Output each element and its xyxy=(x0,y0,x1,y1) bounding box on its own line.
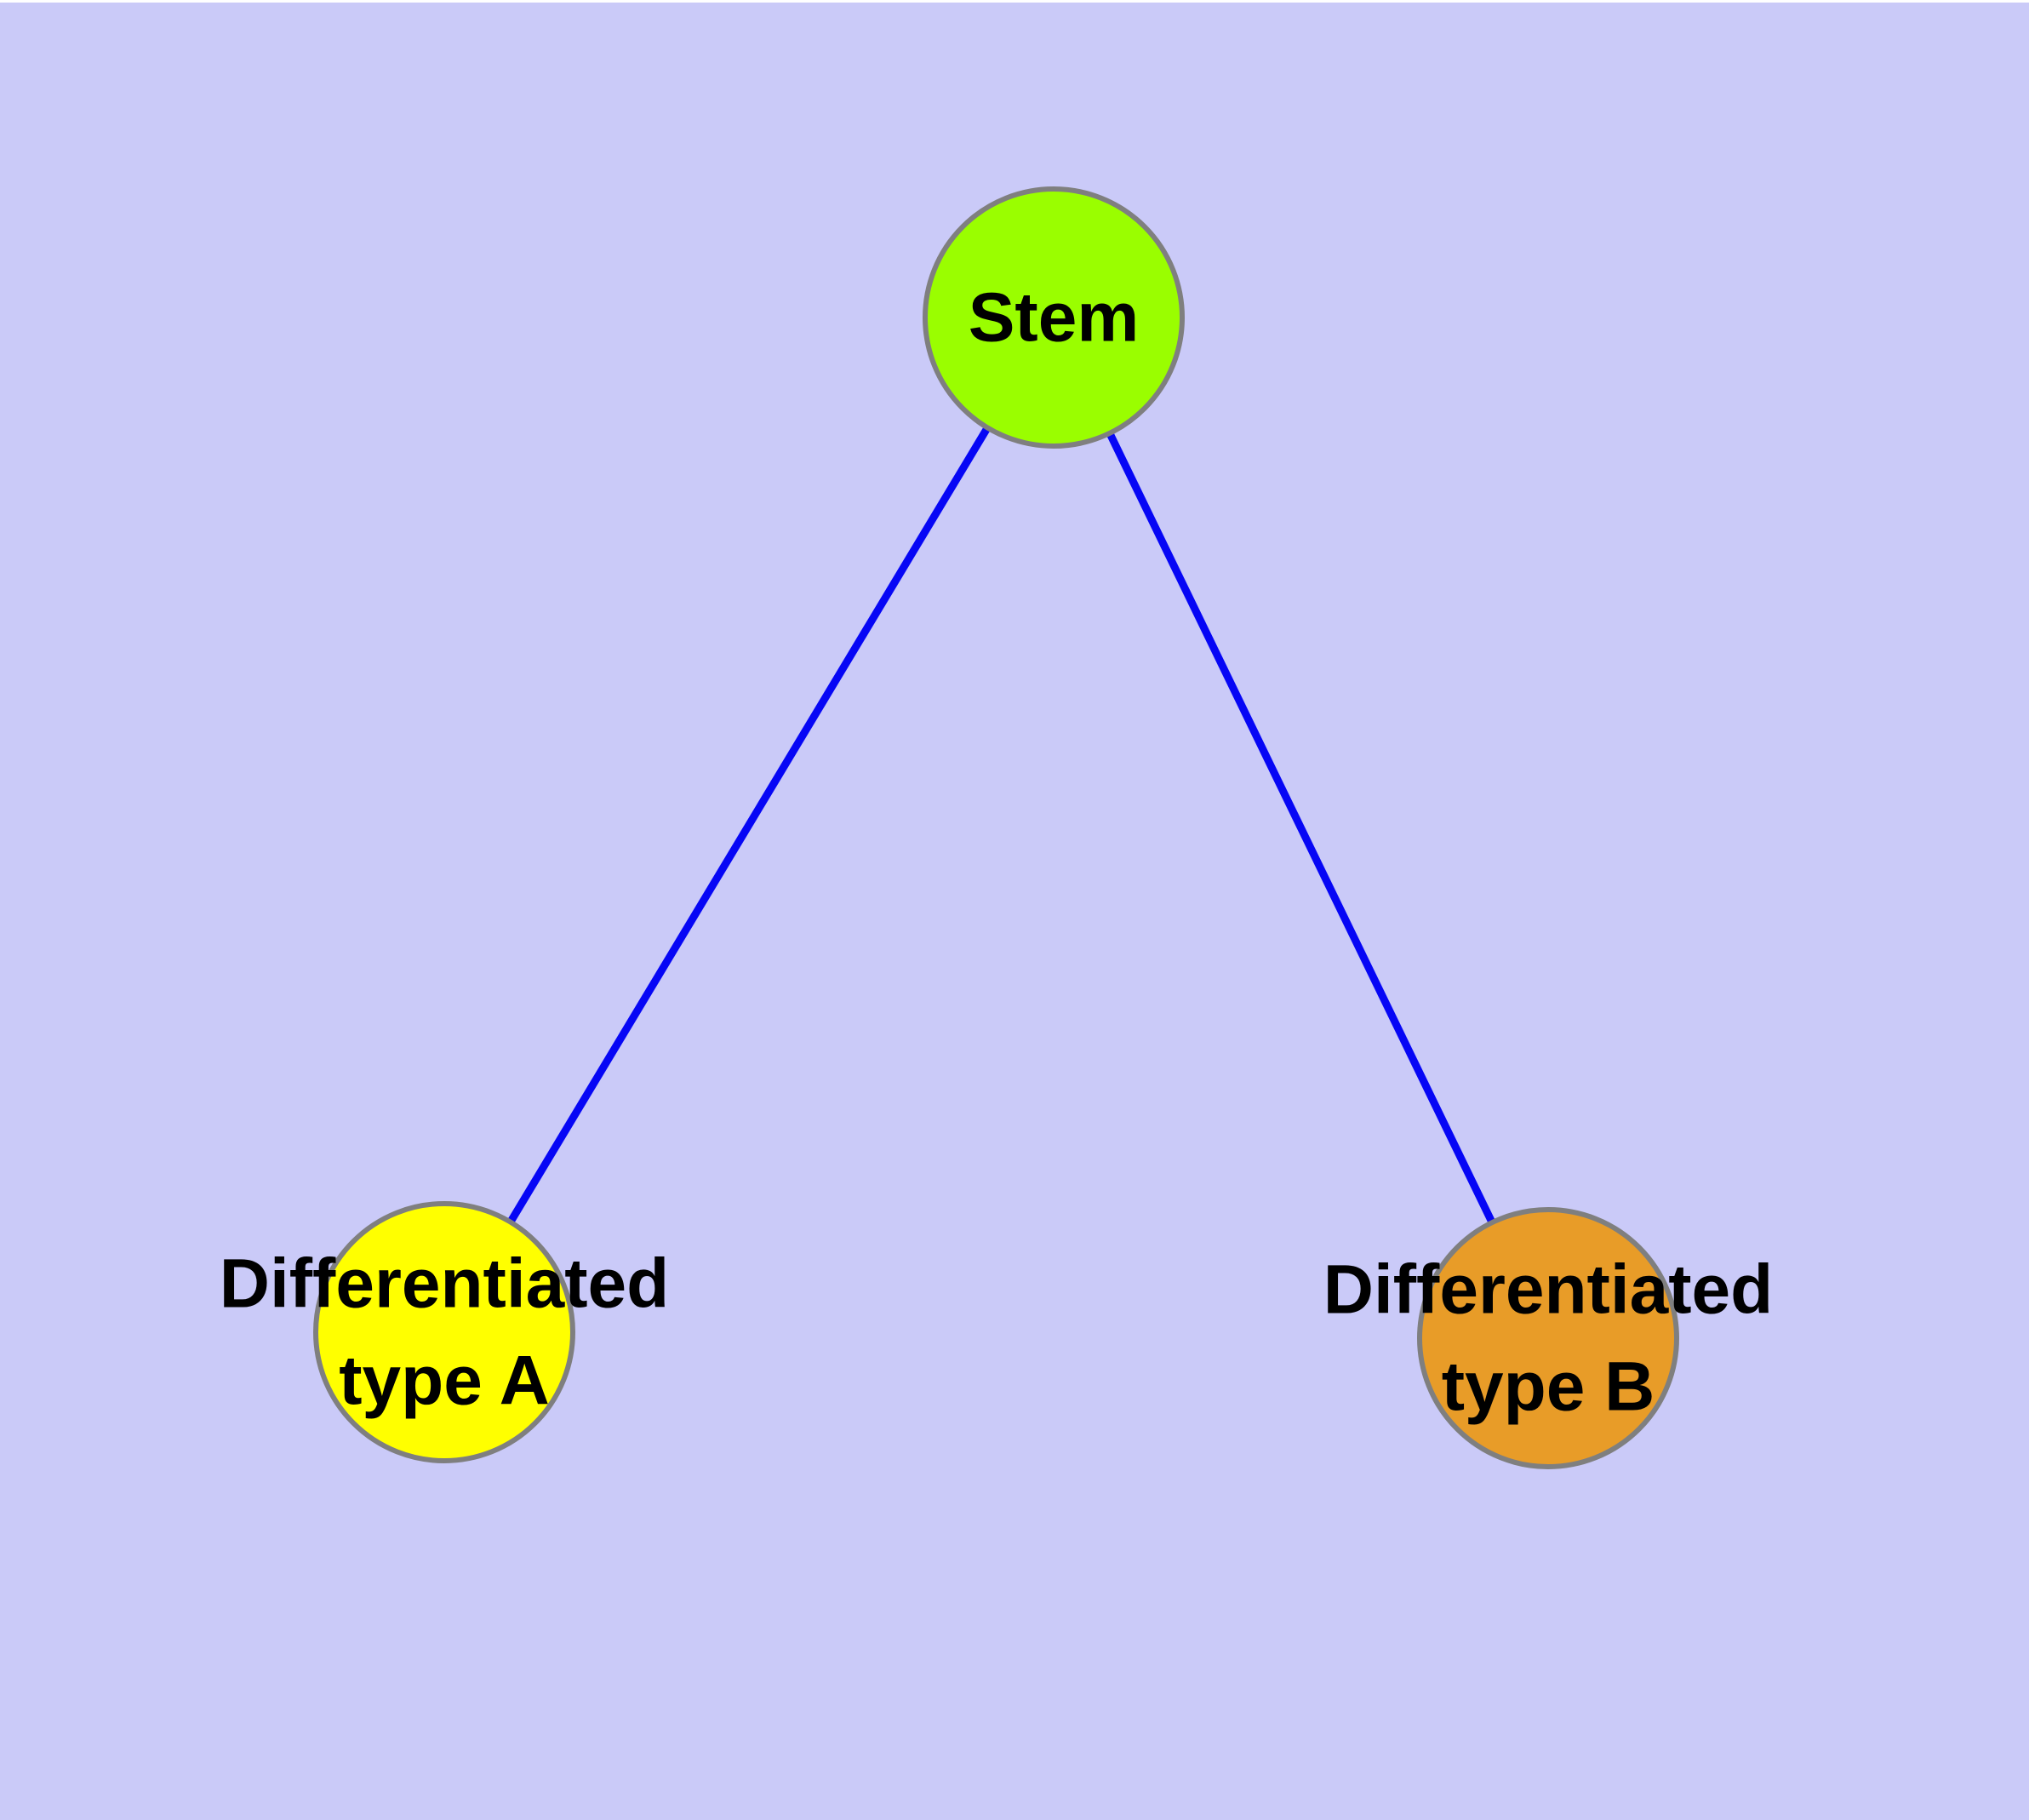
node-type-a-label-line2: type A xyxy=(339,1342,550,1420)
node-stem-label: Stem xyxy=(969,279,1140,357)
node-type-a-label-line1: Differentiated xyxy=(220,1245,670,1323)
node-type-b-label-line1: Differentiated xyxy=(1323,1251,1774,1329)
edge-stem-to-type-a xyxy=(441,315,1057,1335)
node-stem-circle xyxy=(923,186,1185,449)
node-type-a-circle xyxy=(313,1201,575,1463)
top-margin-strip xyxy=(0,0,2029,3)
edge-stem-to-type-b xyxy=(1049,316,1552,1340)
node-type-b-circle xyxy=(1417,1207,1679,1469)
node-type-b-label-line2: type B xyxy=(1442,1348,1655,1426)
